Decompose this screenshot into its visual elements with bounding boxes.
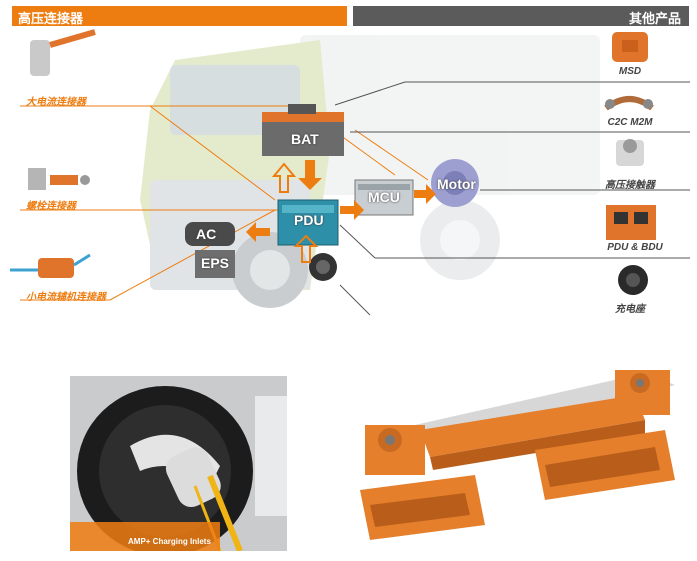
left-product-label-2: 螺栓连接器: [26, 201, 76, 212]
right-product-label-2: C2C M2M: [607, 117, 653, 128]
right-product-label-5: 充电座: [615, 304, 645, 315]
left-product-label-1: 大电流连接器: [26, 97, 86, 108]
right-product-label-3: 高压接触器: [605, 180, 655, 191]
eps-label: EPS: [201, 255, 230, 271]
eps-block: [195, 250, 235, 278]
right-product-label-4: PDU & BDU: [607, 242, 663, 253]
bat-label: BAT: [291, 131, 319, 147]
busbar-connector-render: [360, 370, 675, 540]
right-section-title: 其他产品: [628, 11, 681, 26]
motor-block: [431, 159, 479, 207]
left-leader-lines: [20, 105, 429, 301]
pdu-bdu-image: [606, 205, 656, 240]
c2c-m2m-image: [604, 96, 654, 111]
left-section-title: 高压连接器: [18, 11, 84, 26]
bolt-connector-image: [28, 168, 90, 190]
contactor-image: [616, 139, 644, 166]
msd-image: [612, 32, 648, 62]
right-product-label-1: MSD: [618, 66, 642, 77]
ac-label: AC: [196, 226, 217, 242]
flow-arrows: [246, 160, 436, 242]
charging-socket-image: [618, 265, 648, 295]
mcu-label: MCU: [368, 189, 400, 205]
flow-arrows-outline: [271, 162, 319, 263]
left-product-label-3: 小电流辅机连接器: [26, 292, 106, 303]
photo-caption-bar: [70, 522, 220, 551]
ac-block: [185, 222, 235, 246]
charge-port-block: [309, 253, 337, 281]
right-leader-lines: [334, 81, 690, 316]
left-section-header: 高压连接器: [12, 6, 347, 26]
motor-label: Motor: [437, 176, 476, 192]
vehicle-system-diagram: [10, 29, 690, 316]
mcu-block: [354, 179, 414, 216]
right-section-header: 其他产品: [353, 6, 689, 26]
high-current-connector-image: [30, 29, 96, 76]
charging-inlet-photo-art: [70, 376, 287, 551]
battery-block: [262, 104, 344, 156]
small-current-connector-image: [10, 253, 91, 278]
charging-inlet-photo: AMP+ Charging Inlets: [70, 376, 287, 551]
pdu-label: PDU: [294, 212, 324, 228]
photo-caption: AMP+ Charging Inlets: [128, 537, 211, 546]
